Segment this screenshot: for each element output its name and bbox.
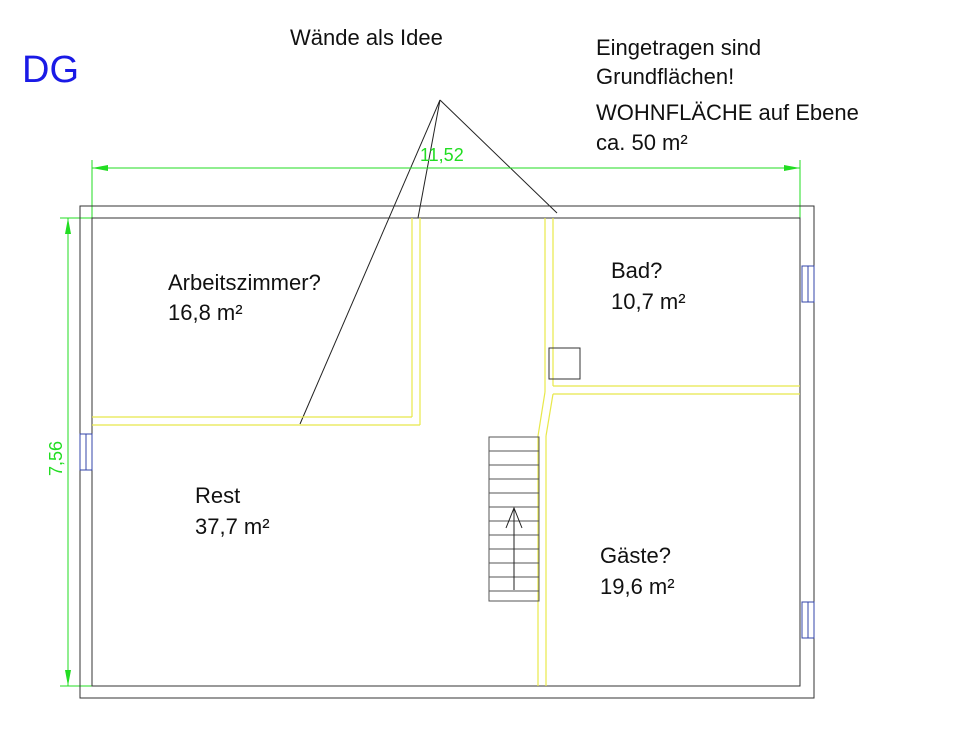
note-line-4: ca. 50 m²: [596, 130, 688, 155]
level-label: DG: [22, 49, 79, 91]
stair-direction-arrow: [505, 506, 523, 590]
room-rest: Rest 37,7 m²: [195, 483, 270, 539]
window-left: [79, 433, 93, 471]
area-note: Eingetragen sind Grundflächen! WOHNFLÄCH…: [596, 35, 859, 155]
width-dimension-label: 11,52: [420, 145, 464, 165]
height-dimension: [60, 217, 92, 687]
window-right-top: [801, 265, 815, 303]
walls-idea-callout: Wände als Idee: [290, 25, 443, 50]
staircase: [488, 436, 540, 602]
room-area: 10,7 m²: [611, 289, 686, 314]
room-area: 16,8 m²: [168, 300, 243, 325]
window-right-bottom: [801, 601, 815, 639]
room-name: Gäste?: [600, 543, 671, 568]
room-name: Bad?: [611, 258, 662, 283]
room-gaeste: Gäste? 19,6 m²: [600, 543, 675, 599]
width-dimension: [91, 160, 801, 218]
callout-leaders: [299, 99, 558, 425]
height-dimension-label: 7,56: [46, 441, 66, 476]
note-line-2: Grundflächen!: [596, 64, 734, 89]
room-area: 37,7 m²: [195, 514, 270, 539]
chimney-shaft: [548, 347, 581, 380]
room-arbeitszimmer: Arbeitszimmer? 16,8 m²: [168, 270, 321, 325]
note-line-1: Eingetragen sind: [596, 35, 761, 60]
room-name: Arbeitszimmer?: [168, 270, 321, 295]
room-area: 19,6 m²: [600, 574, 675, 599]
note-line-3: WOHNFLÄCHE auf Ebene: [596, 100, 859, 125]
idea-walls: [92, 218, 800, 686]
room-bad: Bad? 10,7 m²: [611, 258, 686, 314]
windows: [79, 265, 815, 639]
room-name: Rest: [195, 483, 240, 508]
